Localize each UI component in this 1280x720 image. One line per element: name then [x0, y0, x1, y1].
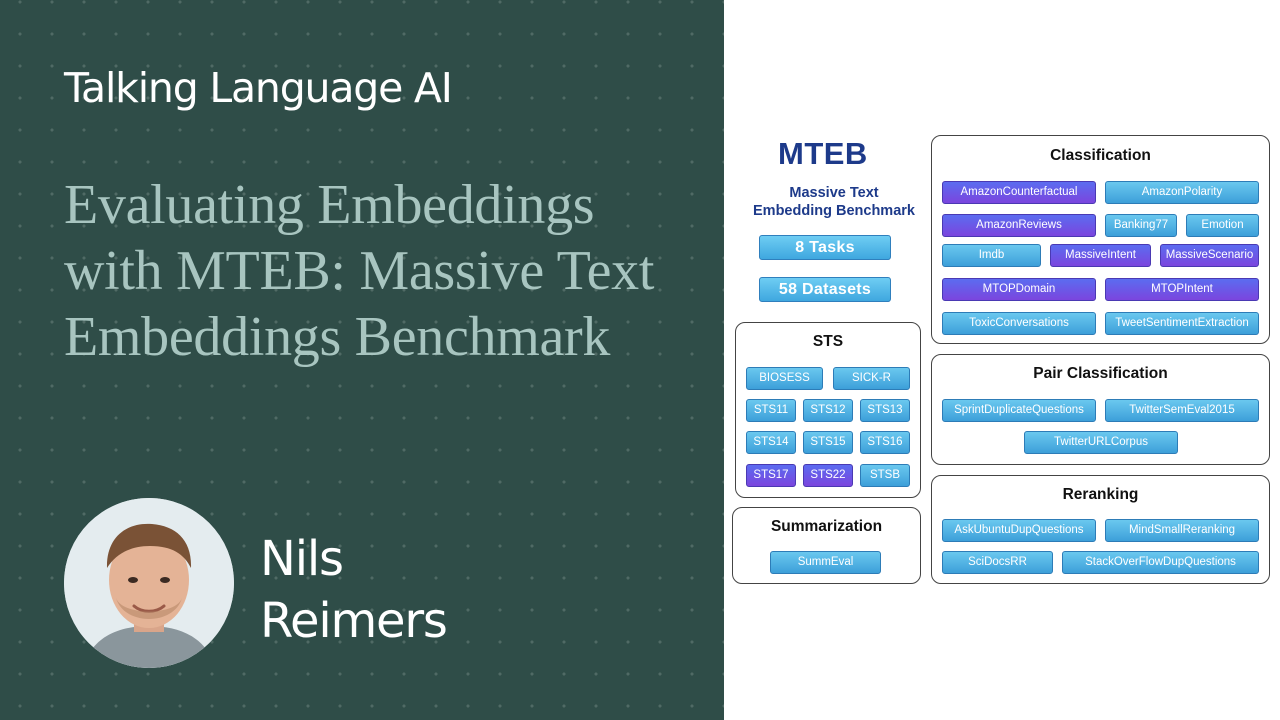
mteb-diagram: MTEB Massive Text Embedding Benchmark 8 …: [724, 0, 1280, 720]
group-reranking: Reranking AskUbuntuDupQuestions MindSmal…: [931, 475, 1270, 584]
dataset-chip: AskUbuntuDupQuestions: [942, 519, 1096, 542]
dataset-chip: MassiveIntent: [1050, 244, 1151, 267]
mteb-logo: MTEB: [778, 136, 868, 171]
group-title-classification: Classification: [1050, 147, 1151, 164]
dataset-chip: STS17: [746, 464, 796, 487]
group-classification: Classification AmazonCounterfactual Amaz…: [931, 135, 1270, 344]
speaker-portrait-icon: [64, 498, 234, 668]
dataset-chip: AmazonCounterfactual: [942, 181, 1096, 204]
series-title: Talking Language AI: [64, 64, 453, 112]
talk-title: Evaluating Embeddings with MTEB: Massive…: [64, 174, 655, 368]
dataset-chip: SICK-R: [833, 367, 910, 390]
title-panel: Talking Language AI Evaluating Embedding…: [0, 0, 724, 720]
dataset-chip: TwitterSemEval2015: [1105, 399, 1259, 422]
dataset-chip: StackOverFlowDupQuestions: [1062, 551, 1259, 574]
group-title-summarization: Summarization: [770, 518, 883, 535]
dataset-chip: SprintDuplicateQuestions: [942, 399, 1096, 422]
dataset-chip: AmazonReviews: [942, 214, 1096, 237]
stat-datasets: 58 Datasets: [759, 277, 891, 302]
group-sts: STS BIOSESS SICK-R STS11 STS12 STS13 STS…: [735, 322, 921, 498]
dataset-chip: TweetSentimentExtraction: [1105, 312, 1259, 335]
dataset-chip: AmazonPolarity: [1105, 181, 1259, 204]
subtitle-line-1: Massive Text: [789, 185, 879, 201]
dataset-chip: STS22: [803, 464, 853, 487]
speaker-name: Nils Reimers: [260, 528, 448, 652]
dataset-chip: Imdb: [942, 244, 1041, 267]
stat-tasks: 8 Tasks: [759, 235, 891, 260]
dataset-chip: SciDocsRR: [942, 551, 1053, 574]
speaker-first-name: Nils: [260, 531, 344, 587]
group-title-reranking: Reranking: [1062, 486, 1139, 503]
dataset-chip: MindSmallReranking: [1105, 519, 1259, 542]
dataset-chip: MTOPIntent: [1105, 278, 1259, 301]
group-pair-classification: Pair Classification SprintDuplicateQuest…: [931, 354, 1270, 465]
dataset-chip: STS13: [860, 399, 910, 422]
dataset-chip: STSB: [860, 464, 910, 487]
subtitle-line-2: Embedding Benchmark: [753, 203, 915, 219]
dataset-chip: STS14: [746, 431, 796, 454]
dataset-chip: Banking77: [1105, 214, 1177, 237]
group-title-sts: STS: [812, 333, 844, 350]
group-title-pair-classification: Pair Classification: [1033, 365, 1168, 382]
dataset-chip: MassiveScenario: [1160, 244, 1259, 267]
dataset-chip: SummEval: [770, 551, 881, 574]
dataset-chip: STS12: [803, 399, 853, 422]
dataset-chip: MTOPDomain: [942, 278, 1096, 301]
dataset-chip: TwitterURLCorpus: [1024, 431, 1178, 454]
speaker-avatar: [64, 498, 234, 668]
group-summarization: Summarization SummEval: [732, 507, 921, 584]
dataset-chip: Emotion: [1186, 214, 1259, 237]
dataset-chip: STS11: [746, 399, 796, 422]
dataset-chip: STS16: [860, 431, 910, 454]
dataset-chip: ToxicConversations: [942, 312, 1096, 335]
dataset-chip: STS15: [803, 431, 853, 454]
speaker-last-name: Reimers: [260, 593, 448, 649]
mteb-subtitle: Massive Text Embedding Benchmark: [734, 184, 934, 220]
dataset-chip: BIOSESS: [746, 367, 823, 390]
